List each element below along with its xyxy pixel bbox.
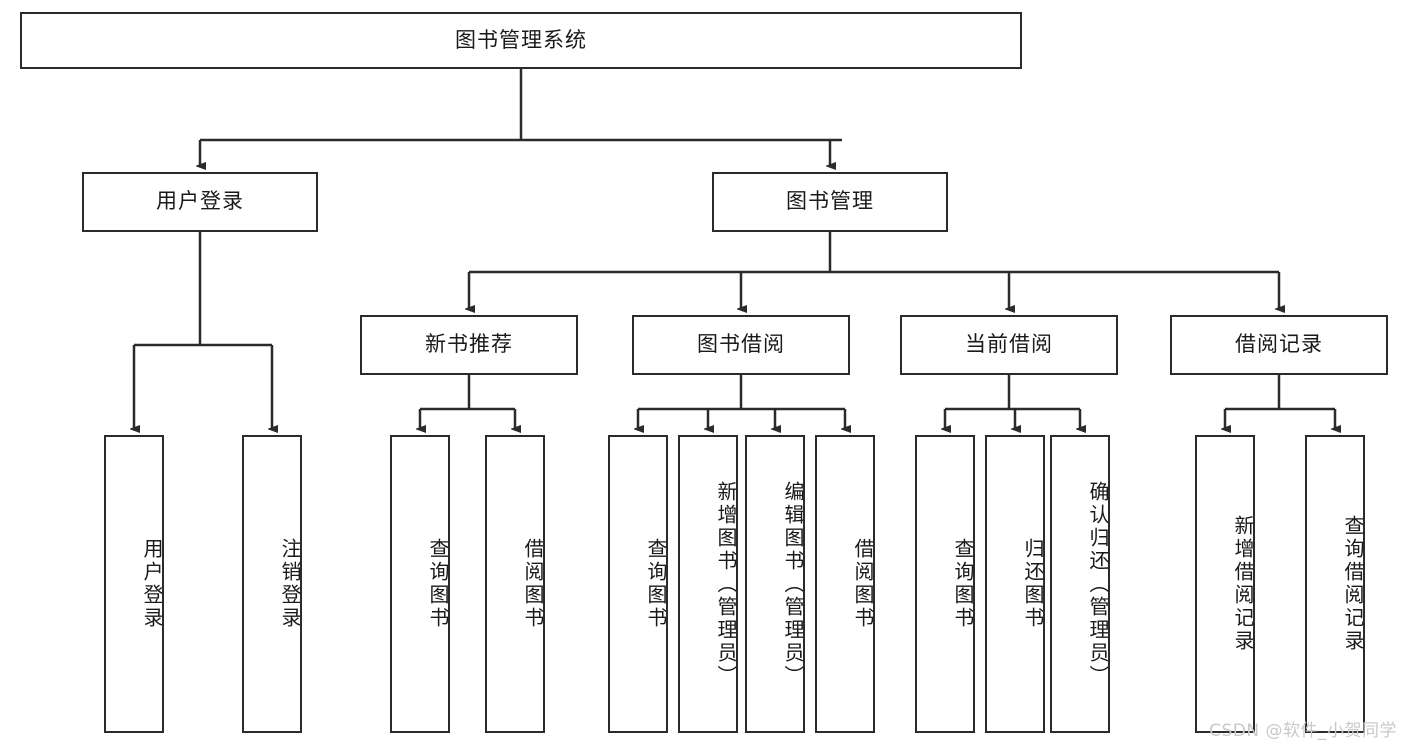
node-leaf-query-book-borrow[interactable]: 查询图书: [608, 435, 668, 733]
node-leaf-logout-label: 注销登录: [278, 538, 302, 630]
node-leaf-user-login-label: 用户登录: [140, 538, 164, 630]
node-leaf-query-book-borrow-label: 查询图书: [644, 538, 668, 630]
node-leaf-borrow-book-rec[interactable]: 借阅图书: [485, 435, 545, 733]
node-leaf-query-borrow-record[interactable]: 查询借阅记录: [1305, 435, 1365, 733]
node-book-borrow-label: 图书借阅: [697, 332, 785, 357]
node-new-book-recommend-label: 新书推荐: [425, 332, 513, 357]
node-leaf-borrow-book-rec-label: 借阅图书: [521, 538, 545, 630]
node-borrow-record[interactable]: 借阅记录: [1170, 315, 1388, 375]
node-leaf-confirm-return-label: 确认归还（管理员）: [1086, 480, 1110, 688]
node-leaf-add-borrow-record-label: 新增借阅记录: [1231, 515, 1255, 653]
node-book-borrow[interactable]: 图书借阅: [632, 315, 850, 375]
node-leaf-add-book-label: 新增图书（管理员）: [714, 480, 738, 688]
node-user-login-label: 用户登录: [156, 189, 244, 214]
node-leaf-add-book[interactable]: 新增图书（管理员）: [678, 435, 738, 733]
node-leaf-confirm-return[interactable]: 确认归还（管理员）: [1050, 435, 1110, 733]
node-leaf-query-book-rec-label: 查询图书: [426, 538, 450, 630]
node-leaf-borrow-book-label: 借阅图书: [851, 538, 875, 630]
node-leaf-query-book-rec[interactable]: 查询图书: [390, 435, 450, 733]
node-book-management-label: 图书管理: [786, 189, 874, 214]
node-leaf-borrow-book[interactable]: 借阅图书: [815, 435, 875, 733]
node-borrow-record-label: 借阅记录: [1235, 332, 1323, 357]
csdn-watermark: CSDN @软件_小贺同学: [1209, 721, 1397, 741]
node-book-management[interactable]: 图书管理: [712, 172, 948, 232]
node-leaf-return-book-label: 归还图书: [1021, 538, 1045, 630]
node-user-login[interactable]: 用户登录: [82, 172, 318, 232]
node-current-borrow-label: 当前借阅: [965, 332, 1053, 357]
node-leaf-return-book[interactable]: 归还图书: [985, 435, 1045, 733]
node-leaf-edit-book[interactable]: 编辑图书（管理员）: [745, 435, 805, 733]
node-leaf-query-borrow-record-label: 查询借阅记录: [1341, 515, 1365, 653]
node-leaf-edit-book-label: 编辑图书（管理员）: [781, 480, 805, 688]
node-leaf-query-book-current-label: 查询图书: [951, 538, 975, 630]
node-leaf-logout[interactable]: 注销登录: [242, 435, 302, 733]
node-root[interactable]: 图书管理系统: [20, 12, 1022, 69]
node-new-book-recommend[interactable]: 新书推荐: [360, 315, 578, 375]
node-leaf-query-book-current[interactable]: 查询图书: [915, 435, 975, 733]
node-leaf-user-login[interactable]: 用户登录: [104, 435, 164, 733]
node-current-borrow[interactable]: 当前借阅: [900, 315, 1118, 375]
node-root-label: 图书管理系统: [455, 27, 587, 52]
node-leaf-add-borrow-record[interactable]: 新增借阅记录: [1195, 435, 1255, 733]
